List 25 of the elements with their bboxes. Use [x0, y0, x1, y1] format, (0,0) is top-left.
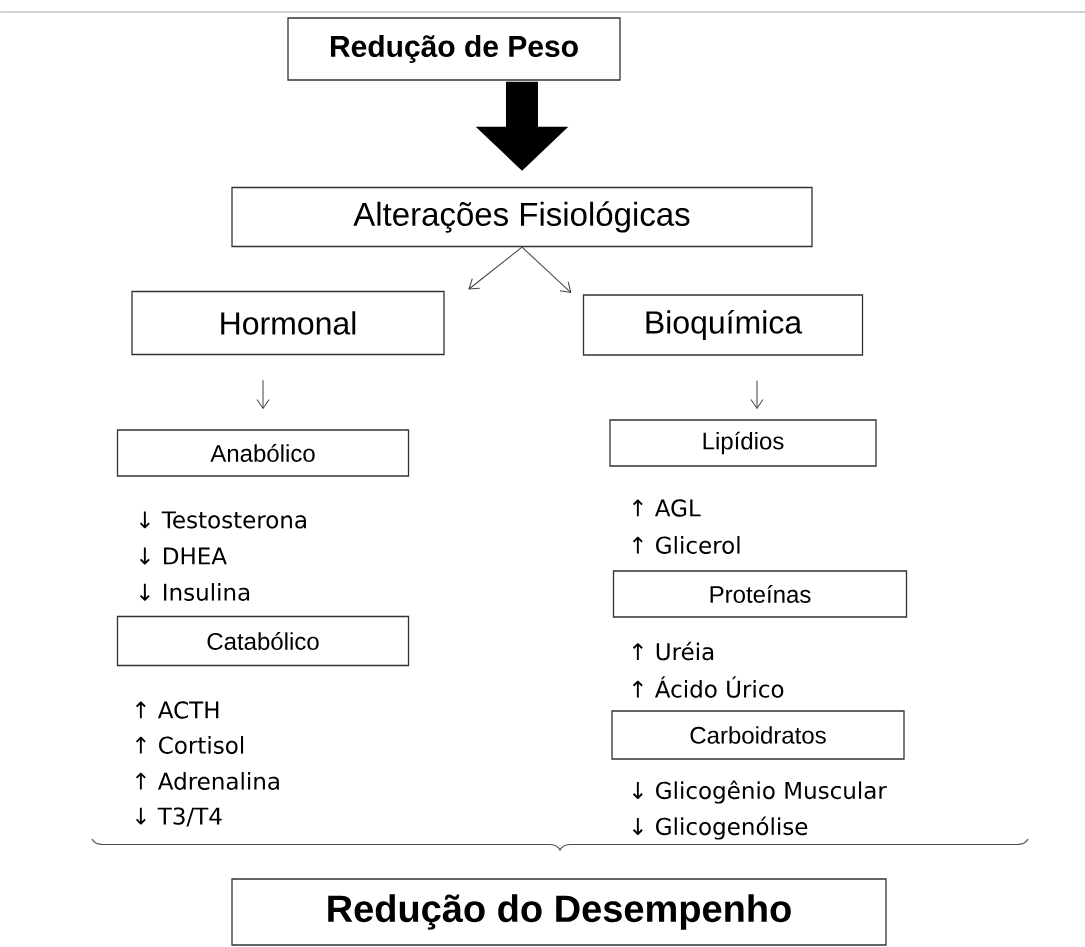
arrow	[256, 379, 270, 409]
arrow	[521, 246, 572, 293]
process-box: Redução de Peso	[287, 17, 621, 81]
list-item: ↑ Ácido Úrico	[632, 676, 784, 698]
process-box: Redução do Desempenho	[231, 878, 887, 946]
list-item: ↓ T3/T4	[135, 807, 222, 827]
list-item: ↓ Testosterona	[139, 511, 306, 529]
process-box: Hormonal	[131, 290, 445, 356]
list-item: ↓ DHEA	[139, 547, 227, 565]
list-item: ↑ ACTH	[135, 701, 219, 719]
arrow	[750, 380, 764, 409]
process-box: Anabólico	[116, 429, 410, 477]
process-box: Carboidratos	[611, 710, 905, 760]
list-item: ↓ Glicogenólise	[632, 816, 808, 840]
process-box: Bioquímica	[582, 294, 864, 356]
list-item: ↓ Glicogênio Muscular	[632, 780, 887, 804]
process-box: Lipídios	[609, 419, 877, 467]
list-item: ↑ Adrenalina	[135, 772, 279, 790]
process-box: Proteínas	[612, 570, 908, 618]
process-box: Catabólico	[116, 615, 410, 667]
arrow	[468, 246, 523, 290]
list-item: ↑ AGL	[632, 499, 701, 517]
process-box: Alterações Fisiológicas	[231, 186, 813, 248]
list-item: ↑ Uréia	[632, 641, 714, 661]
list-item: ↑ Cortisol	[135, 736, 244, 754]
